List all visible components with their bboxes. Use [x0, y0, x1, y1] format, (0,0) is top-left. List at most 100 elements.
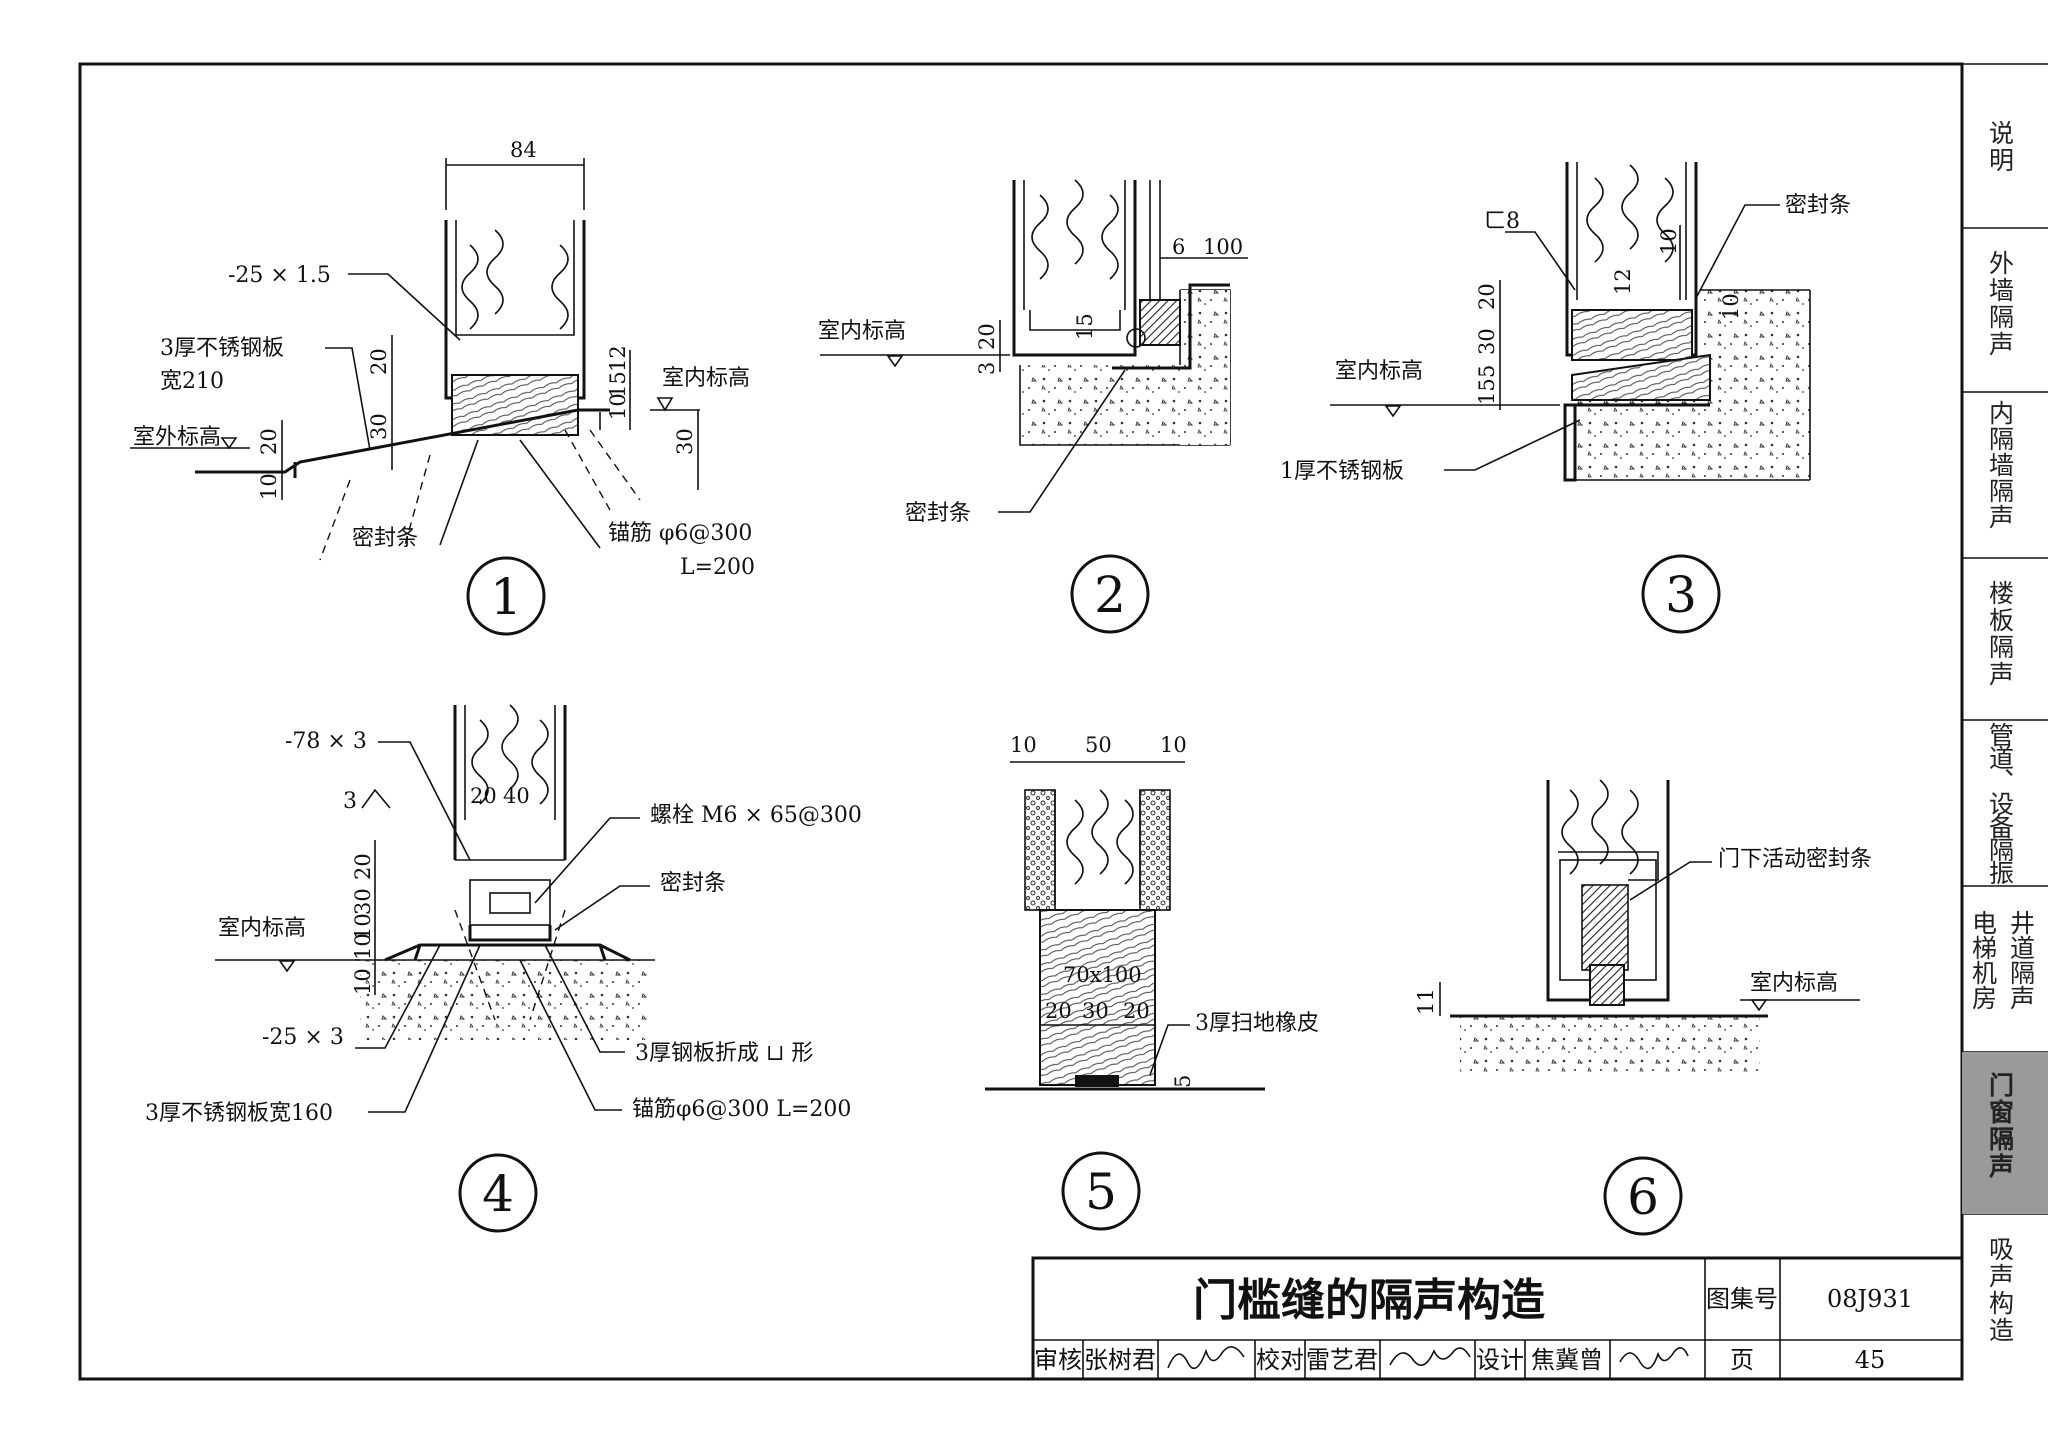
- detail-number-circle: [1070, 554, 1150, 634]
- label-plate-width: 宽210: [160, 369, 224, 394]
- check-label: 校对: [1256, 1346, 1304, 1374]
- detail-number-circle: [1603, 1156, 1683, 1236]
- detail-6: 11 门下活动密封条 室内标高 6: [1414, 779, 1872, 1236]
- stainless-plate: [195, 408, 610, 474]
- sidebar-tab-1[interactable]: 说明: [1986, 120, 2015, 174]
- checker-signature: [1389, 1347, 1471, 1367]
- label-bolt: 螺栓 M6 × 65@300: [650, 803, 862, 828]
- sidebar-tab-6a[interactable]: 电梯机房: [1969, 910, 1998, 1010]
- dim-10b: 10: [351, 933, 375, 960]
- dim-10a: 10: [257, 473, 281, 500]
- dim-15: 15: [606, 371, 630, 398]
- dim-30: 30: [351, 888, 375, 915]
- label-sweep-rubber: 3厚扫地橡皮: [1195, 1011, 1319, 1036]
- dim-15: 15: [1475, 378, 1499, 405]
- designer-name: 焦冀曾: [1531, 1346, 1603, 1374]
- dim-20b: 20: [1123, 999, 1150, 1023]
- design-label: 设计: [1476, 1346, 1524, 1374]
- sidebar-tab-3[interactable]: 内隔墙隔声: [1986, 400, 2015, 530]
- label-anchor-bar: 锚筋φ6@300 L=200: [632, 1097, 851, 1122]
- sidebar: 说明 外墙隔声 内隔墙隔声 楼板隔声 管道、设备隔振 电梯机房 井道隔声 门窗隔…: [1962, 63, 2048, 1344]
- door-leaf: [1012, 180, 1137, 357]
- dim-20a: 20: [367, 348, 391, 375]
- detail-number: 6: [1627, 1168, 1659, 1226]
- door-leaf: [444, 220, 586, 400]
- detail-4: 20 40 20 30 10 10 10 -78 × 3 3 螺栓 M6 × 6…: [145, 704, 862, 1233]
- atlas-number: 08J931: [1827, 1285, 1913, 1313]
- label-timber-section: 70x100: [1063, 963, 1142, 987]
- bolt: [489, 892, 531, 914]
- label-plate: 3厚不锈钢板宽160: [145, 1101, 333, 1126]
- dim-12: 12: [1611, 268, 1635, 295]
- title-block: 门槛缝的隔声构造 图集号 08J931 审核 张树君 校对 雷艺君 设计 焦冀曾…: [1031, 1256, 1964, 1381]
- dim-50: 50: [1085, 733, 1112, 757]
- dim-20a: 20: [1045, 999, 1072, 1023]
- sidebar-tab-5[interactable]: 管道、设备隔振: [1986, 722, 2015, 885]
- dim-10c: 10: [351, 968, 375, 995]
- detail-number: 2: [1094, 566, 1126, 624]
- label-outdoor-level: 室外标高: [133, 425, 221, 450]
- detail-number: 5: [1085, 1163, 1117, 1221]
- sidebar-tab-4[interactable]: 楼板隔声: [1986, 580, 2015, 688]
- dim-10b: 10: [1160, 733, 1187, 757]
- sidebar-tab-6b[interactable]: 井道隔声: [2007, 910, 2036, 1010]
- label-plate: 1厚不锈钢板: [1280, 459, 1404, 484]
- timber-sill: [451, 374, 579, 436]
- detail-number-circle: [466, 556, 546, 636]
- reviewer-name: 张树君: [1084, 1346, 1156, 1374]
- dim-20: 20: [1475, 283, 1499, 310]
- atlas-label: 图集号: [1706, 1285, 1778, 1313]
- dim-10a: 10: [1010, 733, 1037, 757]
- sidebar-tab-active: [1962, 1052, 2048, 1214]
- dim-10b: 10: [606, 393, 630, 420]
- label-indoor-level: 室内标高: [218, 916, 306, 941]
- page-number: 45: [1855, 1346, 1886, 1374]
- page-label: 页: [1730, 1346, 1754, 1374]
- timber-sill: [1039, 909, 1156, 1086]
- detail-number: 3: [1665, 566, 1697, 624]
- detail-number-circle: [1641, 554, 1721, 634]
- insulation-wave: [461, 244, 479, 330]
- dim-20a: 20: [470, 784, 497, 808]
- dim-20: 20: [975, 323, 999, 350]
- dim-20b: 20: [257, 428, 281, 455]
- label-anchor-length: L=200: [680, 555, 755, 580]
- sweep-rubber: [1075, 1075, 1119, 1087]
- detail-2: 6 100 20 3 15 室内标高 密封条 2: [818, 179, 1248, 634]
- dim-20b: 20: [351, 853, 375, 880]
- dim-10a: 10: [351, 913, 375, 940]
- review-label: 审核: [1034, 1346, 1082, 1374]
- label-channel: 3厚钢板折成 ⊔ 形: [635, 1041, 813, 1066]
- dim-5: 5: [1475, 365, 1499, 378]
- dim-10b: 10: [1719, 293, 1743, 320]
- dim-30a: 30: [367, 413, 391, 440]
- label-drop-seal: 门下活动密封条: [1718, 847, 1872, 872]
- dim-40: 40: [503, 784, 530, 808]
- label-seal-strip: 密封条: [905, 501, 971, 526]
- label-indoor-level: 室内标高: [1335, 359, 1423, 384]
- label-indoor-level: 室内标高: [818, 319, 906, 344]
- detail-3: 10 12 10 20 30 5 15 ㄈ8 密封条 室内标高 1厚不锈钢板 3: [1280, 162, 1851, 634]
- label-flat-steel-25: -25 × 3: [262, 1025, 344, 1050]
- detail-number-circle: [1061, 1151, 1141, 1231]
- dim-84: 84: [510, 138, 537, 162]
- sidebar-tab-8[interactable]: 吸声构造: [1986, 1236, 2015, 1344]
- dim-5: 5: [1171, 1075, 1195, 1088]
- label-indoor-level: 室内标高: [1750, 971, 1838, 996]
- checker-name: 雷艺君: [1306, 1346, 1378, 1374]
- label-flat-steel-78: -78 × 3: [285, 729, 367, 754]
- label-weld: 3: [343, 789, 357, 814]
- stainless-plate: [384, 943, 631, 962]
- seal-block: [1139, 299, 1181, 346]
- dim-12: 12: [606, 345, 630, 372]
- reviewer-signature: [1167, 1346, 1245, 1370]
- dim-11: 11: [1414, 988, 1438, 1015]
- dim-30: 30: [1082, 999, 1109, 1023]
- drop-seal: [1581, 884, 1629, 971]
- detail-number: 4: [482, 1165, 514, 1223]
- sidebar-tab-7[interactable]: 门窗隔声: [1986, 1071, 2015, 1180]
- sidebar-tab-2[interactable]: 外墙隔声: [1986, 250, 2015, 358]
- dim-3: 3: [975, 362, 999, 375]
- detail-1: 84 20 30 20 10 12 15 10 30 室内标高 室外标高 -25…: [130, 138, 755, 636]
- designer-signature: [1619, 1347, 1689, 1370]
